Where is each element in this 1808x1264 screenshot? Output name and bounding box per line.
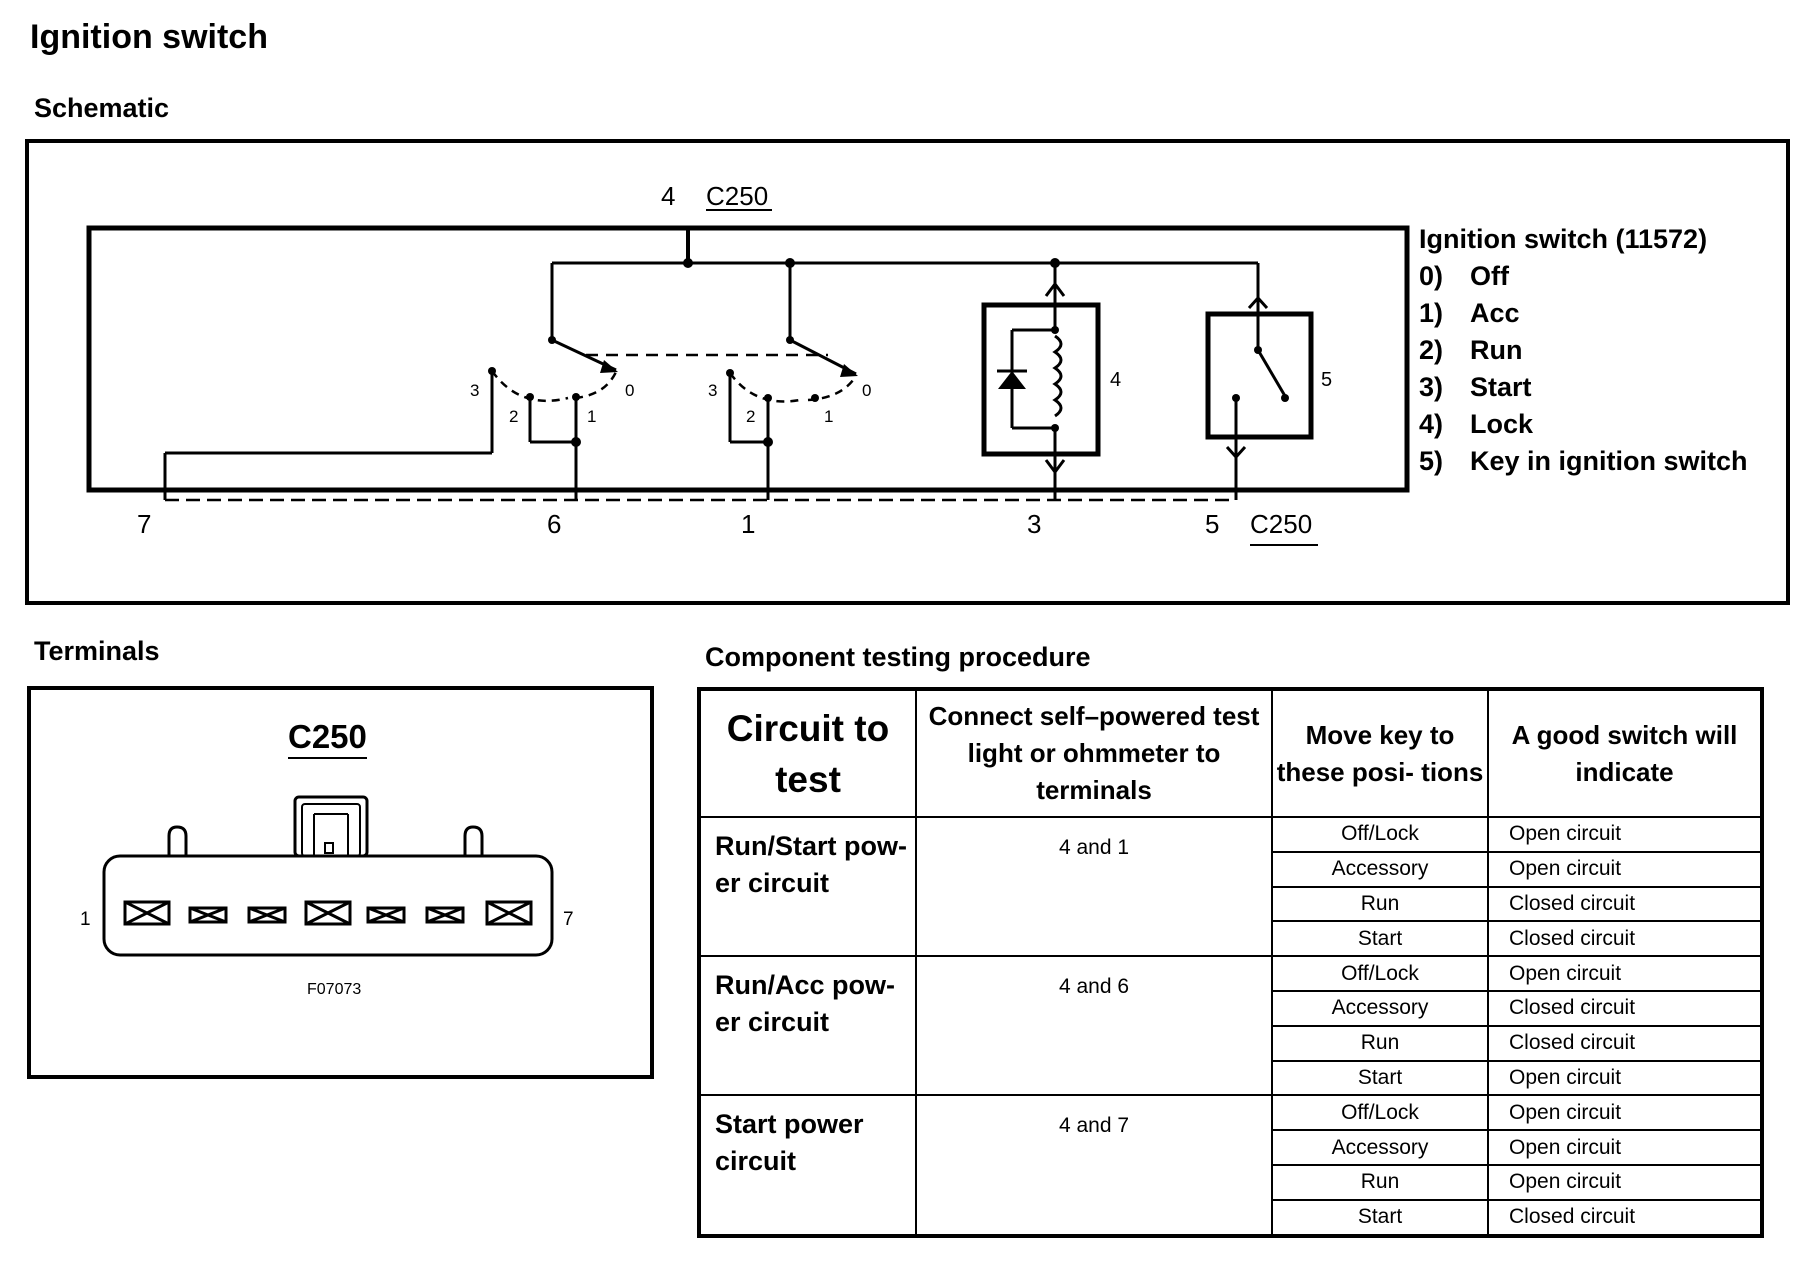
connector-latch <box>293 795 369 858</box>
key-position: Off/Lock <box>1271 1094 1489 1132</box>
bottom-pin-3: 3 <box>1027 509 1041 539</box>
terminals-value: 4 and 6 <box>915 955 1273 1097</box>
expected-result: Open circuit <box>1487 955 1763 992</box>
key-position: Off/Lock <box>1271 955 1489 992</box>
column-header: Connect self–powered test light or ohmme… <box>915 688 1273 818</box>
column-header: Move key to these posi- tions <box>1271 688 1489 818</box>
table-row: Start Open circuit <box>699 1059 1763 1097</box>
figure-id: F07073 <box>307 981 361 998</box>
expected-result: Open circuit <box>1487 850 1763 888</box>
circuit-name: Start power circuit <box>698 1094 917 1237</box>
key-position: Off/Lock <box>1271 816 1489 853</box>
lock-solenoid-box <box>981 302 1101 457</box>
table-row: Start Closed circuit <box>699 1198 1763 1238</box>
connector-pin-last: 7 <box>563 909 574 930</box>
column-header: Circuit to test <box>698 688 917 818</box>
table-header-row: Circuit to test Connect self–powered tes… <box>698 688 1763 818</box>
table-row: Start power circuit 4 and 7 Off/Lock Ope… <box>698 1094 1763 1237</box>
legend-item: 4)Lock <box>1419 409 1534 439</box>
legend-item: 1)Acc <box>1419 298 1520 328</box>
page-title: Ignition switch <box>30 18 268 56</box>
switch-1-pos-2: 2 <box>509 407 518 426</box>
key-position: Start <box>1271 1198 1489 1238</box>
switch-housing <box>86 225 1410 493</box>
column-header: A good switch will indicate <box>1487 688 1763 818</box>
key-position: Start <box>1271 1059 1489 1097</box>
key-position: Accessory <box>1271 1129 1489 1166</box>
table-row: Run Open circuit <box>699 1163 1763 1201</box>
switch-1-pos-3: 3 <box>470 381 479 400</box>
switch-1-pos-0: 0 <box>625 381 634 400</box>
switch-2-pos-2: 2 <box>746 407 755 426</box>
expected-result: Closed circuit <box>1487 989 1763 1027</box>
connector-body <box>102 854 554 957</box>
bottom-pin-6: 6 <box>547 509 561 539</box>
switch-2-pos-3: 3 <box>708 381 717 400</box>
table-row: Accessory Open circuit <box>699 850 1763 888</box>
table-row: Accessory Open circuit <box>699 1129 1763 1166</box>
expected-result: Open circuit <box>1487 1059 1763 1097</box>
key-position: Accessory <box>1271 989 1489 1027</box>
expected-result: Closed circuit <box>1487 1198 1763 1238</box>
circuit-name: Run/Start pow- er circuit <box>698 815 917 958</box>
connector-label-bottom: C250 <box>1250 509 1312 539</box>
key-position: Run <box>1271 1163 1489 1201</box>
bottom-pin-7: 7 <box>137 509 151 539</box>
expected-result: Open circuit <box>1487 816 1763 853</box>
expected-result: Closed circuit <box>1487 885 1763 923</box>
pin-cavities <box>123 900 533 926</box>
terminals-value: 4 and 1 <box>915 815 1273 958</box>
switch-2-pos-0: 0 <box>862 381 871 400</box>
expected-result: Open circuit <box>1487 1094 1763 1132</box>
schematic-legend: Ignition switch (11572) 0)Off 1)Acc 2)Ru… <box>1419 221 1748 480</box>
key-position: Run <box>1271 1024 1489 1062</box>
circuit-name: Run/Acc pow- er circuit <box>698 955 917 1097</box>
legend-item: 5)Key in ignition switch <box>1419 446 1748 476</box>
terminals-heading: Terminals <box>34 636 160 666</box>
terminals-connector-label: C250 <box>288 718 367 755</box>
table-row: Start Closed circuit <box>699 920 1763 958</box>
testing-heading: Component testing procedure <box>705 642 1091 672</box>
table-row: Run Closed circuit <box>699 1024 1763 1062</box>
key-switch-contact <box>1256 349 1287 397</box>
schematic-panel <box>25 139 1790 605</box>
switch-1-pos-1: 1 <box>587 407 596 426</box>
legend-item: 0)Off <box>1419 261 1509 291</box>
key-position: Start <box>1271 920 1489 958</box>
top-pin-label: 4 <box>661 181 675 211</box>
legend-title: Ignition switch (11572) <box>1419 224 1708 254</box>
schematic-heading: Schematic <box>34 93 170 123</box>
testing-table: Circuit to test Connect self–powered tes… <box>697 687 1764 1238</box>
key-position: Run <box>1271 885 1489 923</box>
switch-2-pos-1: 1 <box>824 407 833 426</box>
legend-item: 3)Start <box>1419 372 1532 402</box>
table-row: Run Closed circuit <box>699 885 1763 923</box>
diode <box>998 371 1026 389</box>
key-position: Accessory <box>1271 850 1489 888</box>
expected-result: Closed circuit <box>1487 1024 1763 1062</box>
table-row: Run/Start pow- er circuit 4 and 1 Off/Lo… <box>698 815 1763 958</box>
bottom-pin-5: 5 <box>1205 509 1219 539</box>
terminals-panel <box>27 686 654 1079</box>
terminals-value: 4 and 7 <box>915 1094 1273 1237</box>
connector-label-top: C250 <box>706 181 768 211</box>
legend-item: 2)Run <box>1419 335 1523 365</box>
expected-result: Open circuit <box>1487 1129 1763 1166</box>
component-5-label: 5 <box>1321 369 1332 391</box>
coil <box>1052 334 1063 418</box>
bottom-pin-1: 1 <box>741 509 755 539</box>
connector-pin-first: 1 <box>80 909 91 930</box>
expected-result: Open circuit <box>1487 1163 1763 1201</box>
table-row: Run/Acc pow- er circuit 4 and 6 Off/Lock… <box>698 955 1763 1097</box>
component-4-label: 4 <box>1110 369 1121 391</box>
table-row: Accessory Closed circuit <box>699 989 1763 1027</box>
expected-result: Closed circuit <box>1487 920 1763 958</box>
